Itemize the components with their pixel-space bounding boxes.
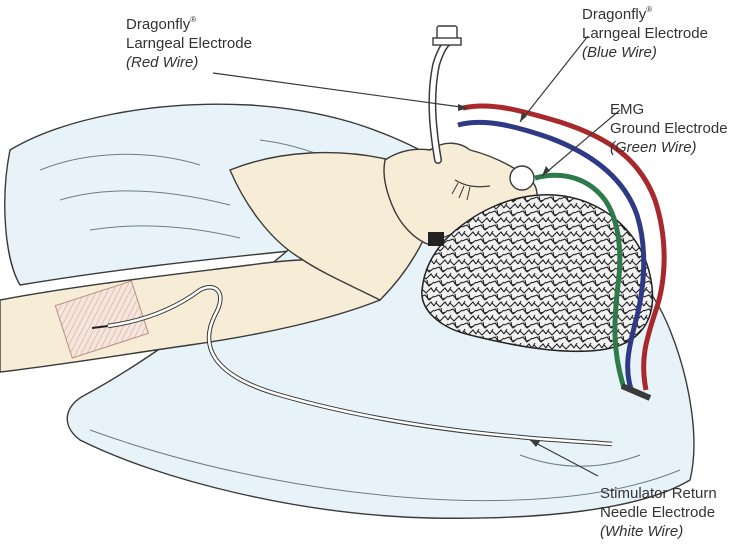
label-green-line2: Ground Electrode: [610, 119, 728, 138]
label-white-wire: Stimulator Return Needle Electrode (Whit…: [600, 484, 717, 541]
label-red-wire: Dragonfly® Larngeal Electrode (Red Wire): [126, 15, 252, 72]
electrode-disc: [510, 166, 534, 190]
label-white-line1: Stimulator Return: [600, 484, 717, 503]
label-blue-wire: Dragonfly® Larngeal Electrode (Blue Wire…: [582, 5, 708, 62]
label-white-line2: Needle Electrode: [600, 503, 717, 522]
label-white-line3: (White Wire): [600, 522, 717, 541]
label-red-line2: Larngeal Electrode: [126, 34, 252, 53]
label-green-line1: EMG: [610, 100, 728, 119]
label-red-line3: (Red Wire): [126, 53, 252, 72]
label-blue-reg: ®: [646, 5, 652, 14]
label-blue-line3: (Blue Wire): [582, 43, 708, 62]
label-red-name: Dragonfly: [126, 16, 190, 33]
label-blue-line2: Larngeal Electrode: [582, 24, 708, 43]
ground-clip: [428, 232, 444, 246]
label-blue-name: Dragonfly: [582, 6, 646, 23]
label-red-reg: ®: [190, 15, 196, 24]
label-green-line3: (Green Wire): [610, 138, 728, 157]
label-green-wire: EMG Ground Electrode (Green Wire): [610, 100, 728, 157]
